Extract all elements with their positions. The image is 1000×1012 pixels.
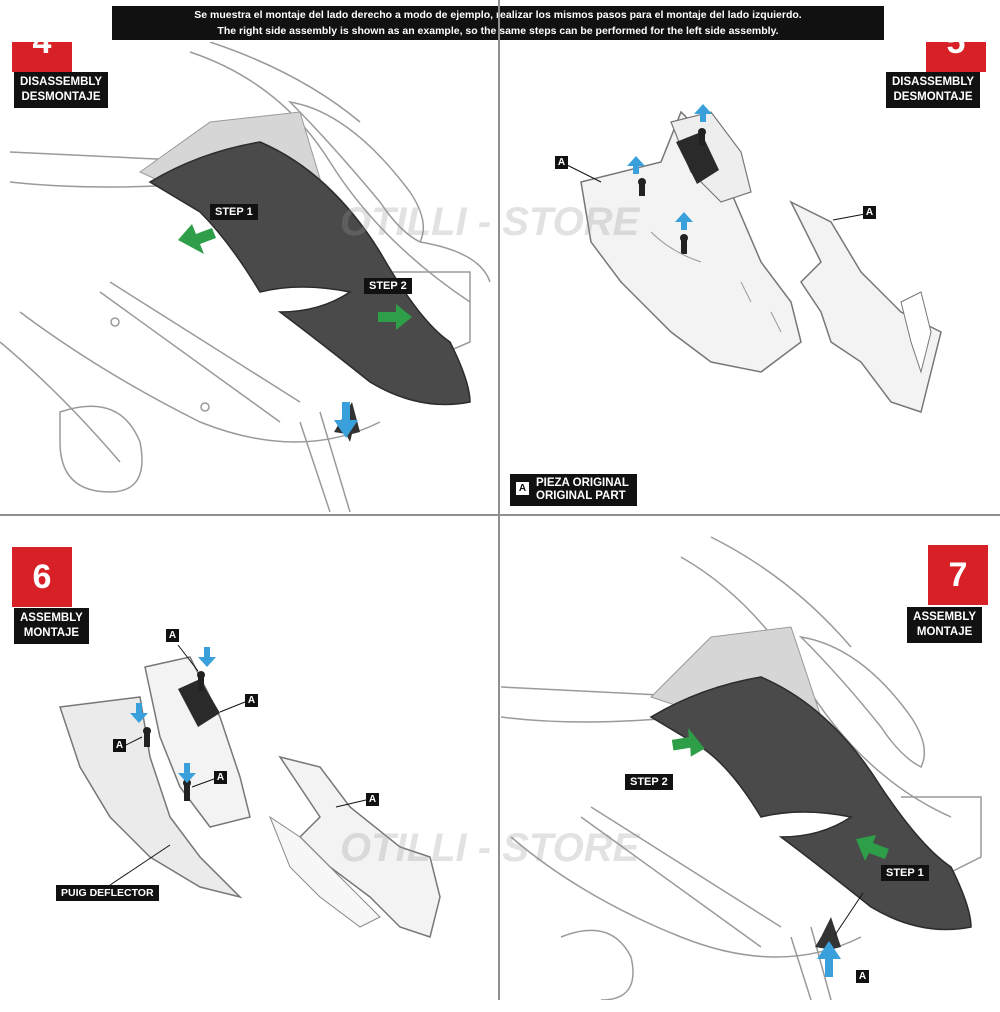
part-a-tag: A — [214, 771, 227, 784]
part-a-tag: A — [113, 739, 126, 752]
blue-arrow-up-icon — [817, 941, 841, 977]
legend-text-en: ORIGINAL PART — [536, 490, 626, 502]
step-6-illustration — [58, 644, 441, 938]
blue-arrow-up-icon — [675, 212, 693, 230]
step-4-label-en: DISASSEMBLY — [20, 76, 103, 88]
blue-arrow-down-icon — [198, 647, 216, 667]
step-5-label-es: DESMONTAJE — [893, 91, 973, 103]
watermark: OTILLI - STORE — [340, 200, 640, 244]
step-number-7: 7 — [928, 545, 988, 605]
horizontal-divider — [0, 514, 1000, 516]
step-7-label-en: ASSEMBLY — [913, 611, 976, 623]
original-deflector-shape — [148, 141, 471, 406]
step-5-label-en: DISASSEMBLY — [891, 76, 974, 88]
step-5-illustration — [564, 104, 942, 413]
green-arrow-step1-icon — [178, 224, 216, 254]
blue-arrow-up-icon — [694, 104, 712, 122]
panel-step-7: 7 ASSEMBLY MONTAJE STEP 2 STEP 1 A — [501, 517, 1000, 1000]
watermark: OTILLI - STORE — [340, 826, 640, 870]
step-4-label-es: DESMONTAJE — [21, 91, 101, 103]
blue-arrow-down-icon — [334, 402, 358, 438]
blue-arrow-down-icon — [178, 763, 196, 783]
step-number-5: 5 — [926, 42, 986, 72]
step-6-label-en: ASSEMBLY — [20, 612, 83, 624]
part-a-tag: A — [856, 970, 869, 983]
part-a-tag: A — [245, 694, 258, 707]
part-a-tag: A — [166, 629, 179, 642]
green-arrow-step2-icon — [378, 304, 412, 330]
step-4-step2-tag: STEP 2 — [364, 278, 412, 294]
vertical-divider — [498, 0, 500, 1000]
legend-letter: A — [516, 482, 529, 495]
step-4-label: DISASSEMBLY DESMONTAJE — [14, 72, 109, 108]
blue-arrow-down-icon — [130, 703, 148, 723]
original-part-legend: A PIEZA ORIGINAL ORIGINAL PART — [510, 474, 637, 506]
step-7-step1-tag: STEP 1 — [881, 865, 929, 881]
step-7-label-es: MONTAJE — [916, 626, 973, 638]
green-arrow-step1-icon — [856, 835, 889, 861]
banner-text-en: The right side assembly is shown as an e… — [217, 25, 779, 37]
puig-deflector-tag: PUIG DEFLECTOR — [56, 885, 159, 901]
original-side-trim — [789, 200, 942, 413]
step-6-label: ASSEMBLY MONTAJE — [14, 608, 89, 644]
step-number-6: 6 — [12, 547, 72, 607]
step-7-illustration — [501, 536, 982, 1000]
original-inner-panel — [580, 110, 802, 373]
step-number-4: 4 — [12, 42, 72, 72]
blue-arrow-up-icon — [627, 156, 645, 174]
step-4-step1-tag: STEP 1 — [210, 204, 258, 220]
panel-step-6: 6 ASSEMBLY MONTAJE A A A A A PUIG DEFLEC… — [0, 517, 497, 1012]
step-7-label: ASSEMBLY MONTAJE — [907, 607, 982, 643]
part-a-tag: A — [366, 793, 379, 806]
step-6-label-es: MONTAJE — [23, 627, 80, 639]
step-4-illustration — [0, 42, 491, 512]
green-arrow-step2-icon — [671, 728, 705, 757]
legend-text-es: PIEZA ORIGINAL — [536, 477, 629, 489]
step-5-label: DISASSEMBLY DESMONTAJE — [885, 72, 980, 108]
part-a-tag: A — [555, 156, 568, 169]
step-7-step2-tag: STEP 2 — [625, 774, 673, 790]
part-a-tag: A — [863, 206, 876, 219]
panel-step-5: 5 DISASSEMBLY DESMONTAJE A A — [501, 42, 998, 537]
panel-step-4: 4 DISASSEMBLY DESMONTAJE STEP 1 STEP 2 — [0, 42, 497, 537]
